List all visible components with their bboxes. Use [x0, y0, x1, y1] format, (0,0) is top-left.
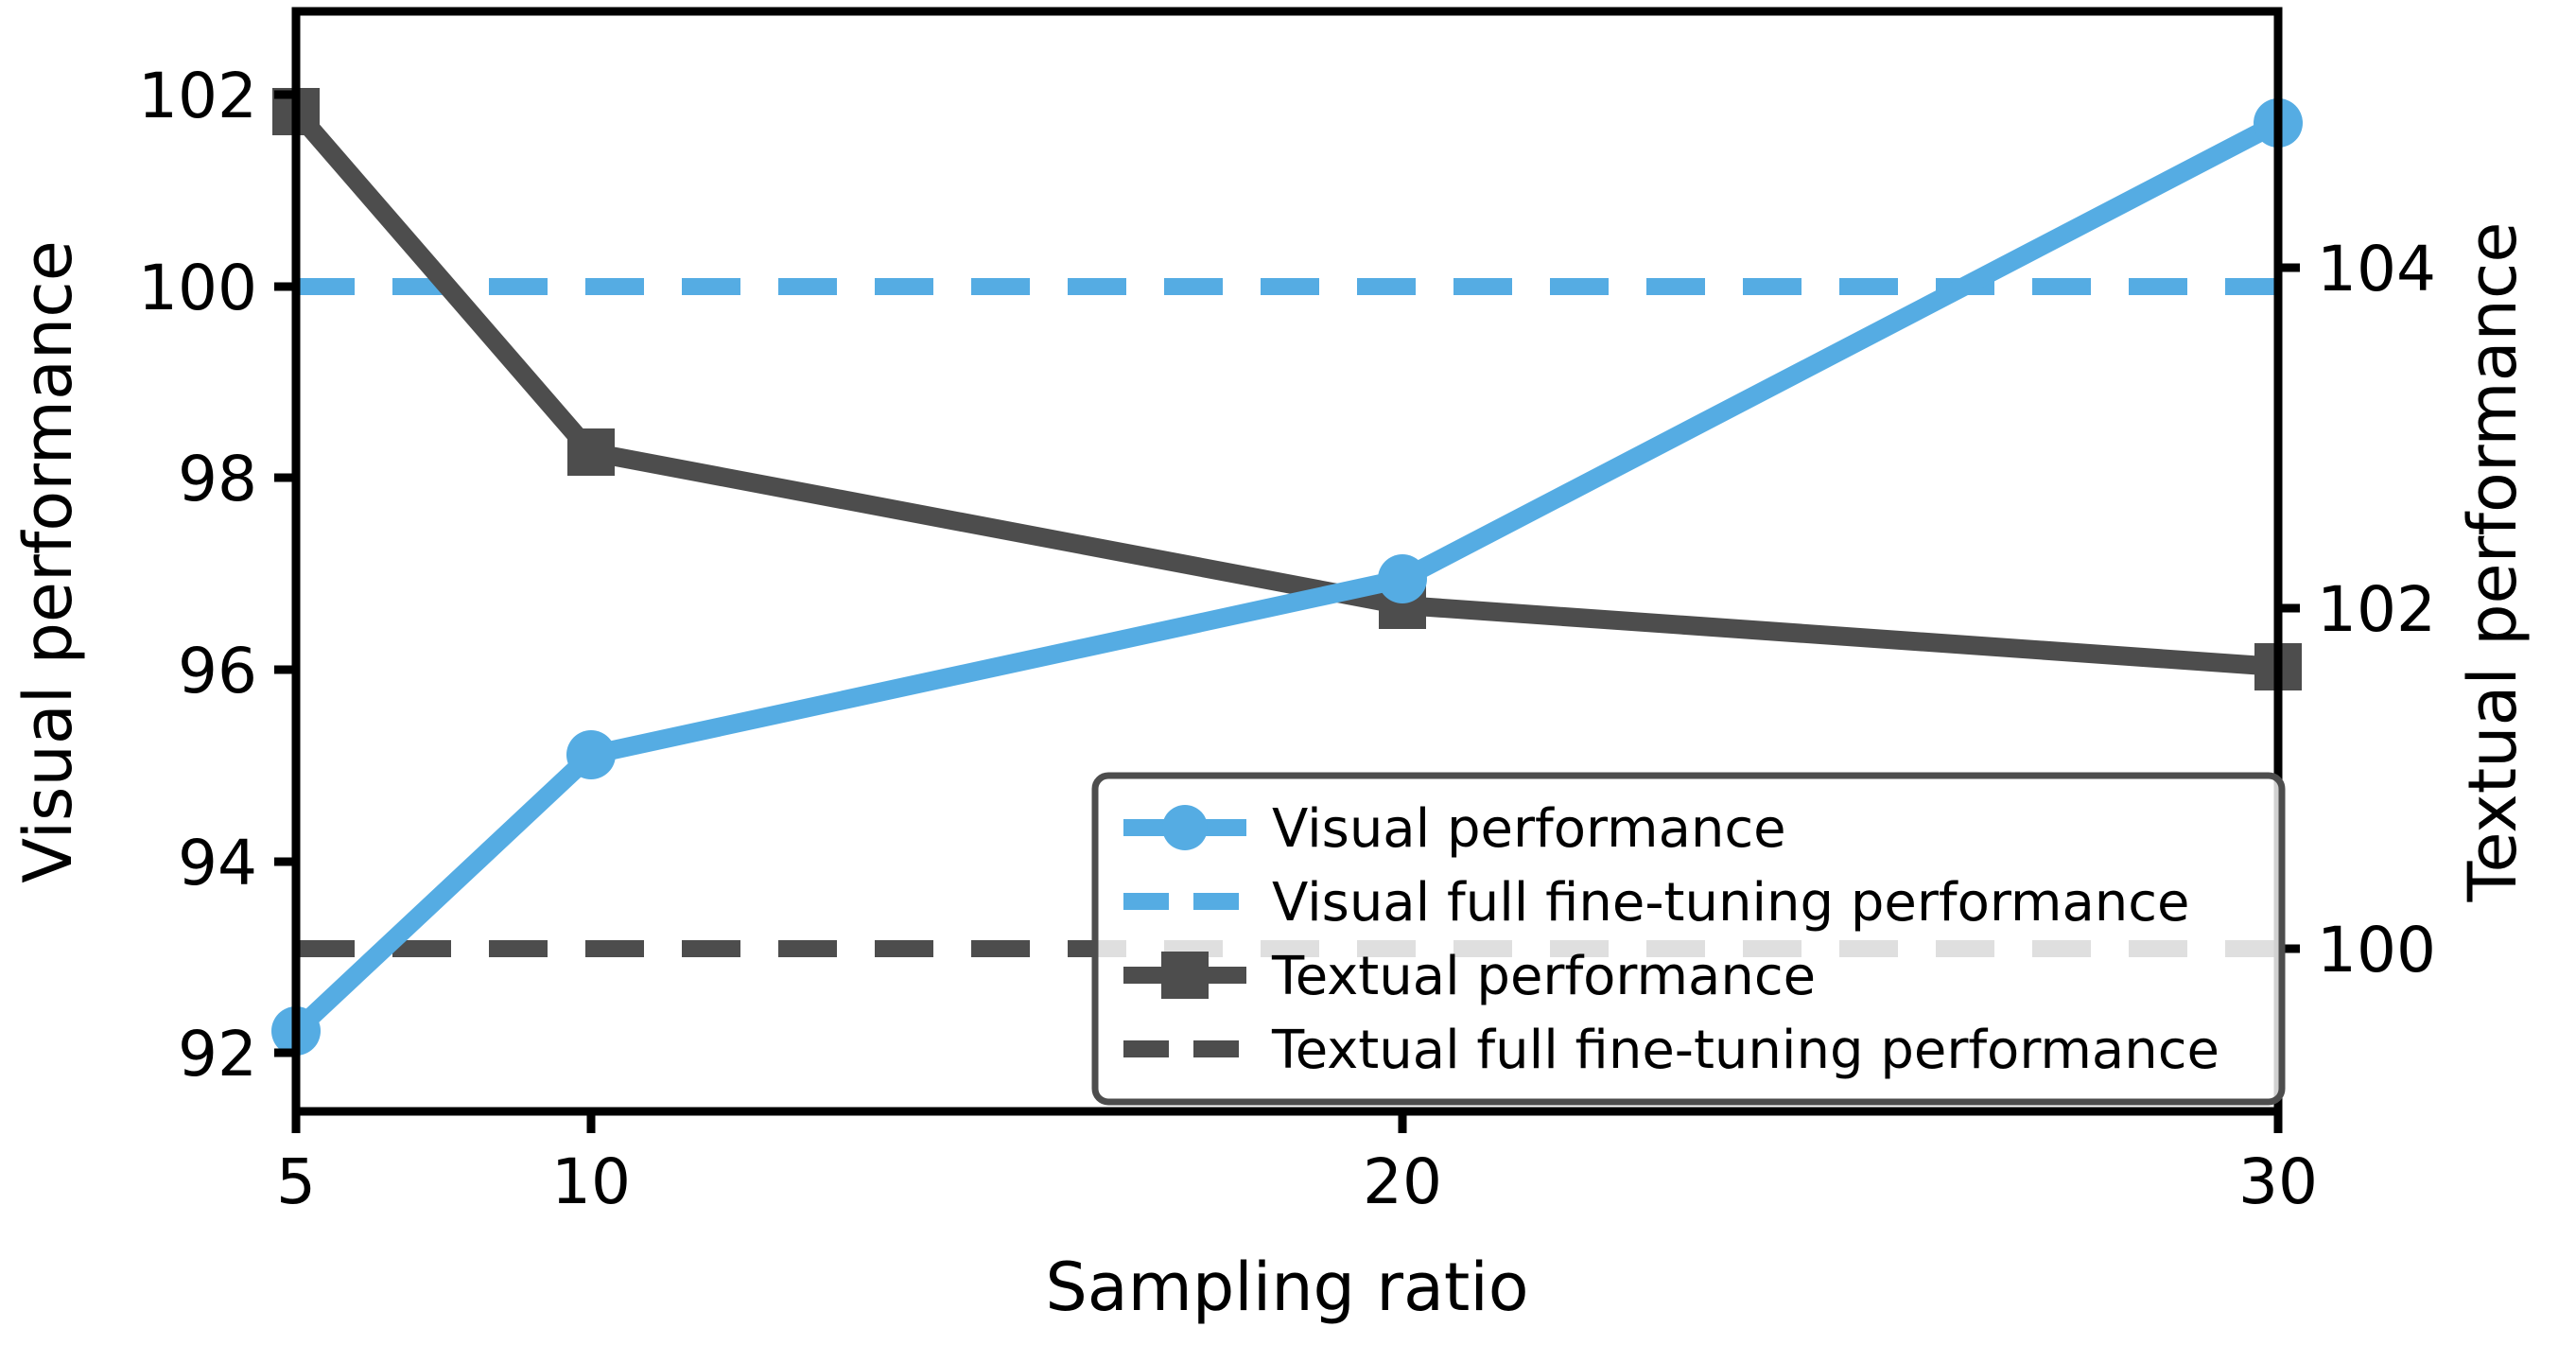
x-axis-title: Sampling ratio — [1045, 1249, 1528, 1326]
y-left-tick-label-100: 100 — [138, 252, 257, 324]
visual-marker-x10 — [566, 730, 616, 779]
x-axis-ticks — [291, 1111, 2283, 1133]
y-left-tick-label-92: 92 — [178, 1018, 257, 1091]
y-left-axis-title: Visual performance — [9, 240, 87, 883]
x-tick-label-10: 10 — [551, 1145, 631, 1218]
legend-label-1: Visual full fine-tuning performance — [1272, 872, 2190, 934]
y-right-tick-label-100: 100 — [2317, 914, 2436, 987]
y-right-tick-label-102: 102 — [2317, 573, 2436, 646]
visual-performance-line — [289, 114, 2283, 1039]
y-left-tick-label-94: 94 — [178, 827, 257, 900]
chart-legend[interactable]: Visual performance Visual full fine-tuni… — [1091, 772, 2286, 1106]
y-right-tick-label-104: 104 — [2317, 233, 2436, 306]
textual-performance-line — [288, 105, 2279, 676]
textual-marker-x10 — [567, 428, 615, 476]
legend-item-visual-full-finetuning[interactable]: Visual full fine-tuning performance — [1123, 872, 2190, 934]
legend-label-0: Visual performance — [1272, 798, 1786, 860]
y-axis-left-ticks — [274, 90, 296, 1057]
y-right-axis-title: Textual performance — [2454, 222, 2532, 903]
legend-box — [1091, 772, 2286, 1106]
plot-spines — [291, 7, 2283, 1116]
x-tick-label-20: 20 — [1363, 1145, 1442, 1218]
x-tick-label-5: 5 — [276, 1145, 316, 1218]
visual-marker-x20 — [1378, 554, 1427, 603]
legend-item-textual-full-finetuning[interactable]: Textual full fine-tuning performance — [1123, 1020, 2219, 1081]
y-left-tick-label-98: 98 — [178, 443, 257, 515]
y-left-tick-label-102: 102 — [138, 60, 257, 132]
legend-label-2: Textual performance — [1271, 946, 1816, 1007]
legend-marker-square-icon — [1161, 952, 1209, 999]
x-tick-label-30: 30 — [2238, 1145, 2318, 1218]
legend-label-3: Textual full fine-tuning performance — [1271, 1020, 2219, 1081]
legend-item-textual-performance[interactable]: Textual performance — [1123, 946, 1816, 1007]
legend-marker-circle-icon — [1162, 805, 1208, 850]
y-left-tick-label-96: 96 — [178, 635, 257, 707]
legend-item-visual-performance[interactable]: Visual performance — [1123, 798, 1786, 860]
